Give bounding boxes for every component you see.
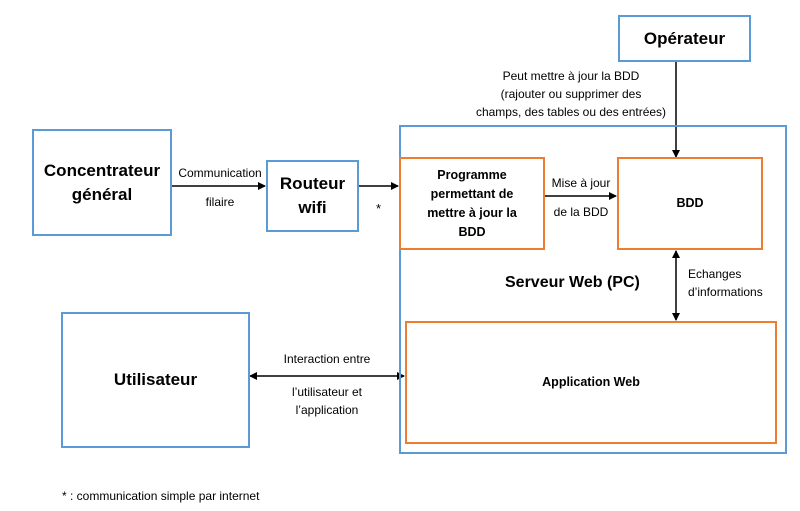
bdd-label: BDD xyxy=(676,196,704,210)
serveur-web-label: Serveur Web (PC) xyxy=(505,274,640,291)
programme-line2: permettant de xyxy=(430,186,514,201)
routeur-node: Routeur wifi xyxy=(266,160,359,232)
interaction-label-2: l’utilisateur et l’application xyxy=(262,383,392,419)
operateur-bdd-line1: Peut mettre à jour la BDD xyxy=(502,69,640,83)
communication-line2: filaire xyxy=(205,195,235,209)
de-la-bdd-label: de la BDD xyxy=(545,203,617,221)
footnote: * : communication simple par internet xyxy=(62,489,260,503)
communication-label: Communication xyxy=(174,164,266,182)
concentrateur-node: Concentrateur général xyxy=(32,129,172,236)
interaction-line1: Interaction entre xyxy=(283,352,371,366)
star-marker: * xyxy=(376,201,382,216)
operateur-bdd-label: Peut mettre à jour la BDD (rajouter ou s… xyxy=(466,67,676,121)
filaire-label: filaire xyxy=(174,193,266,211)
utilisateur-node: Utilisateur xyxy=(61,312,250,448)
operateur-label: Opérateur xyxy=(643,28,726,48)
utilisateur-label: Utilisateur xyxy=(113,370,198,389)
routeur-line2: wifi xyxy=(298,198,327,217)
programme-line3: mettre à jour la xyxy=(427,205,517,220)
mise-a-jour-label: Mise à jour xyxy=(545,174,617,192)
concentrateur-line2: général xyxy=(71,184,133,204)
echanges-line2: d’informations xyxy=(688,285,763,299)
interaction-label: Interaction entre xyxy=(262,350,392,368)
echanges-label: Echanges d’informations xyxy=(688,265,763,301)
programme-line4: BDD xyxy=(458,224,486,239)
mise-a-jour-line2: de la BDD xyxy=(553,205,609,219)
serveur-web-container xyxy=(399,125,787,454)
application-web-node: Application Web xyxy=(405,321,777,444)
operateur-bdd-line3: champs, des tables ou des entrées) xyxy=(475,105,667,119)
programme-node: Programme permettant de mettre à jour la… xyxy=(399,157,545,250)
interaction-line3: l’application xyxy=(295,403,359,417)
application-web-label: Application Web xyxy=(542,375,640,389)
communication-line1: Communication xyxy=(178,166,262,180)
operateur-node: Opérateur xyxy=(618,15,751,62)
interaction-line2: l’utilisateur et xyxy=(291,385,363,399)
programme-line1: Programme xyxy=(437,167,507,182)
concentrateur-line1: Concentrateur xyxy=(43,160,161,180)
echanges-line1: Echanges xyxy=(688,267,742,281)
mise-a-jour-line1: Mise à jour xyxy=(551,176,611,190)
operateur-bdd-line2: (rajouter ou supprimer des xyxy=(500,87,642,101)
bdd-node: BDD xyxy=(617,157,763,250)
routeur-line1: Routeur xyxy=(279,174,346,193)
